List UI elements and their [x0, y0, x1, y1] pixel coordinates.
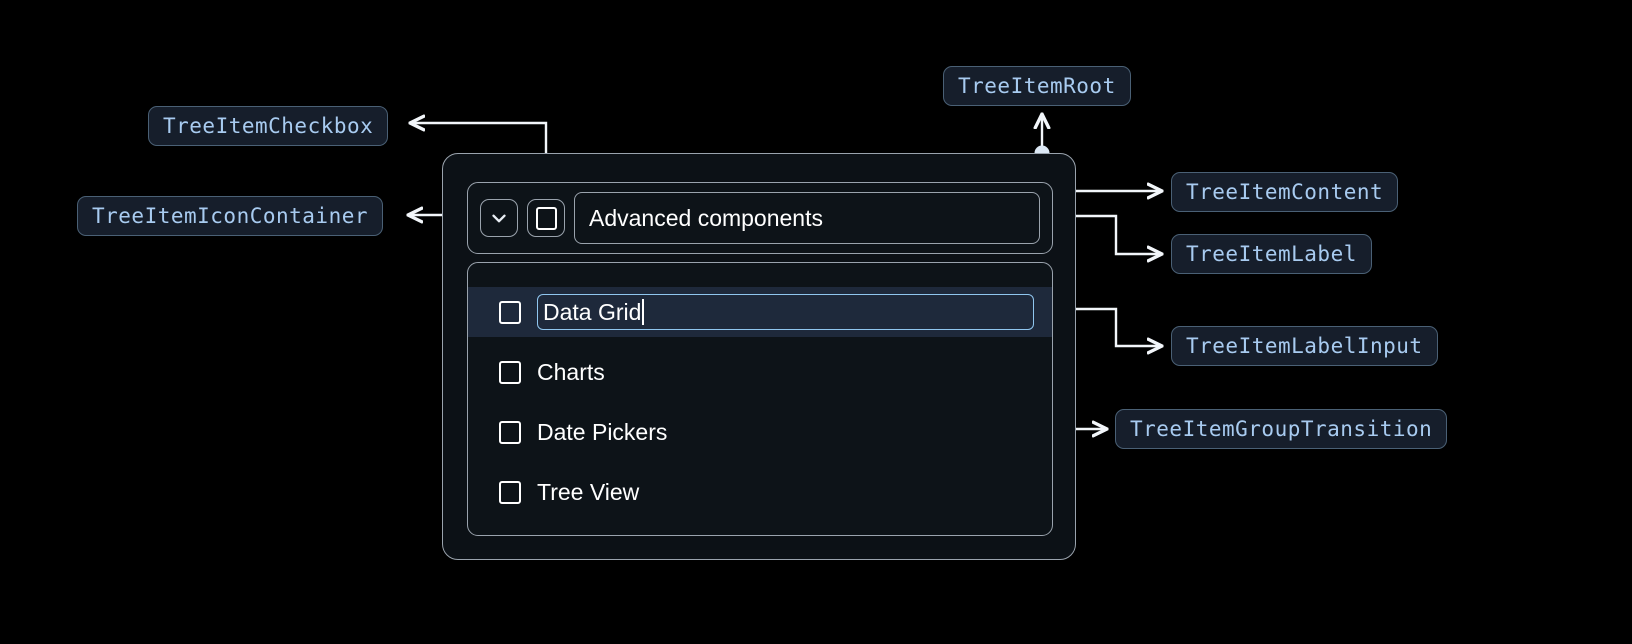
chip-label: TreeItemRoot — [958, 74, 1116, 98]
text-caret — [642, 299, 644, 325]
tree-item-group-transition: Data Grid Charts Date Pickers Tree View — [467, 262, 1053, 536]
chip-label: TreeItemLabelInput — [1186, 334, 1423, 358]
tree-item-icon-container[interactable] — [480, 199, 518, 237]
tree-item-checkbox[interactable] — [527, 199, 565, 237]
annotation-chip-tree-item-content: TreeItemContent — [1171, 172, 1399, 212]
chip-label: TreeItemLabel — [1186, 242, 1357, 266]
annotation-chip-tree-item-checkbox: TreeItemCheckbox — [148, 106, 389, 146]
checkbox-unchecked-icon[interactable] — [499, 300, 521, 324]
annotation-chip-tree-item-label-input: TreeItemLabelInput — [1171, 326, 1438, 366]
annotation-chip-tree-item-label: TreeItemLabel — [1171, 234, 1372, 274]
tree-item-content[interactable]: Advanced components — [467, 182, 1053, 254]
checkbox-unchecked-icon[interactable] — [499, 480, 521, 504]
tree-item-row-charts[interactable]: Charts — [468, 347, 1052, 397]
chip-label: TreeItemCheckbox — [163, 114, 374, 138]
tree-item-row-date-pickers[interactable]: Date Pickers — [468, 407, 1052, 457]
tree-item-label-text: Date Pickers — [537, 418, 668, 445]
annotation-chip-tree-item-group-transition: TreeItemGroupTransition — [1115, 409, 1448, 449]
tree-item-row-tree-view[interactable]: Tree View — [468, 467, 1052, 517]
chip-label: TreeItemIconContainer — [92, 204, 369, 228]
checkbox-unchecked-icon — [535, 206, 557, 230]
chip-label: TreeItemGroupTransition — [1130, 417, 1433, 441]
tree-item-label-text: Tree View — [537, 478, 640, 505]
chip-label: TreeItemContent — [1186, 180, 1384, 204]
tree-item-label-text: Advanced components — [589, 204, 823, 231]
tree-item-label[interactable]: Advanced components — [574, 192, 1040, 244]
label-input-value: Data Grid — [543, 298, 642, 325]
annotation-chip-tree-item-root: TreeItemRoot — [943, 66, 1131, 106]
tree-item-label-text: Charts — [537, 358, 605, 385]
checkbox-unchecked-icon[interactable] — [499, 360, 521, 384]
chevron-down-icon — [492, 214, 506, 223]
tree-item-row-data-grid[interactable]: Data Grid — [468, 287, 1052, 337]
annotation-chip-tree-item-icon-container: TreeItemIconContainer — [77, 196, 384, 236]
checkbox-unchecked-icon[interactable] — [499, 420, 521, 444]
tree-item-root[interactable]: Advanced components Data Grid Charts Dat… — [442, 153, 1076, 560]
tree-item-label-input[interactable]: Data Grid — [537, 294, 1034, 330]
